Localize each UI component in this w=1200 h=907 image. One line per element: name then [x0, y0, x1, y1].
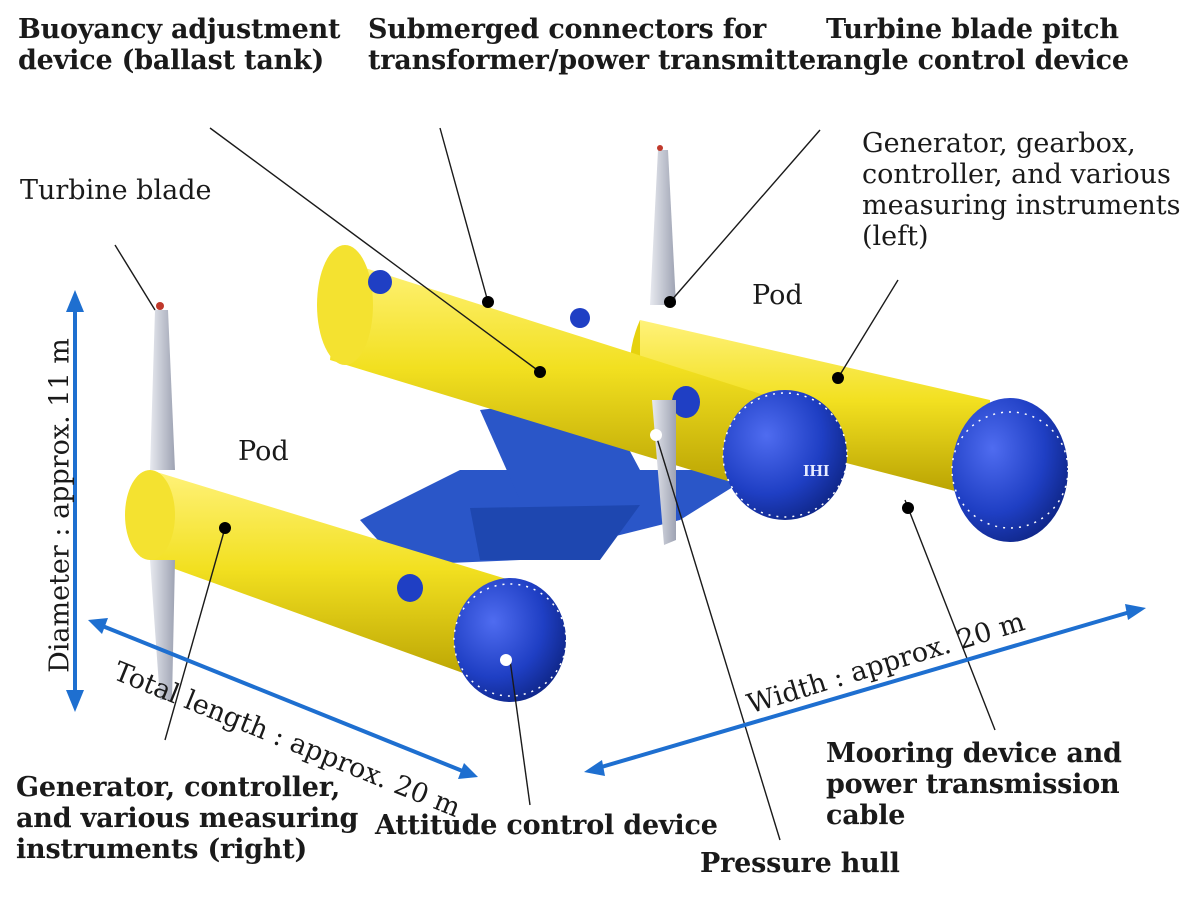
- label-pressure-hull: Pressure hull: [700, 848, 900, 879]
- turbine-blades: [150, 145, 676, 700]
- label-submerged-connectors: Submerged connectors for transformer/pow…: [368, 14, 831, 77]
- label-pod-right: Pod: [752, 280, 803, 311]
- label-mooring-device: Mooring device and power transmission ca…: [826, 738, 1122, 832]
- ihi-logo: IHI: [803, 461, 830, 480]
- label-attitude-control: Attitude control device: [375, 810, 718, 841]
- label-generator-right: Generator, controller, and various measu…: [16, 772, 359, 866]
- label-buoyancy-device: Buoyancy adjustment device (ballast tank…: [18, 14, 341, 77]
- dimension-arrows: [66, 290, 1146, 779]
- pod-left-front: [125, 470, 567, 702]
- leader-lines: [114, 127, 996, 841]
- label-pod-left: Pod: [238, 436, 289, 467]
- label-diameter: Diameter : approx. 11 m: [44, 338, 76, 673]
- label-generator-left: Generator, gearbox, controller, and vari…: [862, 128, 1181, 253]
- leader-dots: [219, 296, 914, 534]
- leader-dots-white: [500, 429, 662, 666]
- label-turbine-blade: Turbine blade: [20, 175, 212, 206]
- label-pitch-control: Turbine blade pitch angle control device: [826, 14, 1129, 77]
